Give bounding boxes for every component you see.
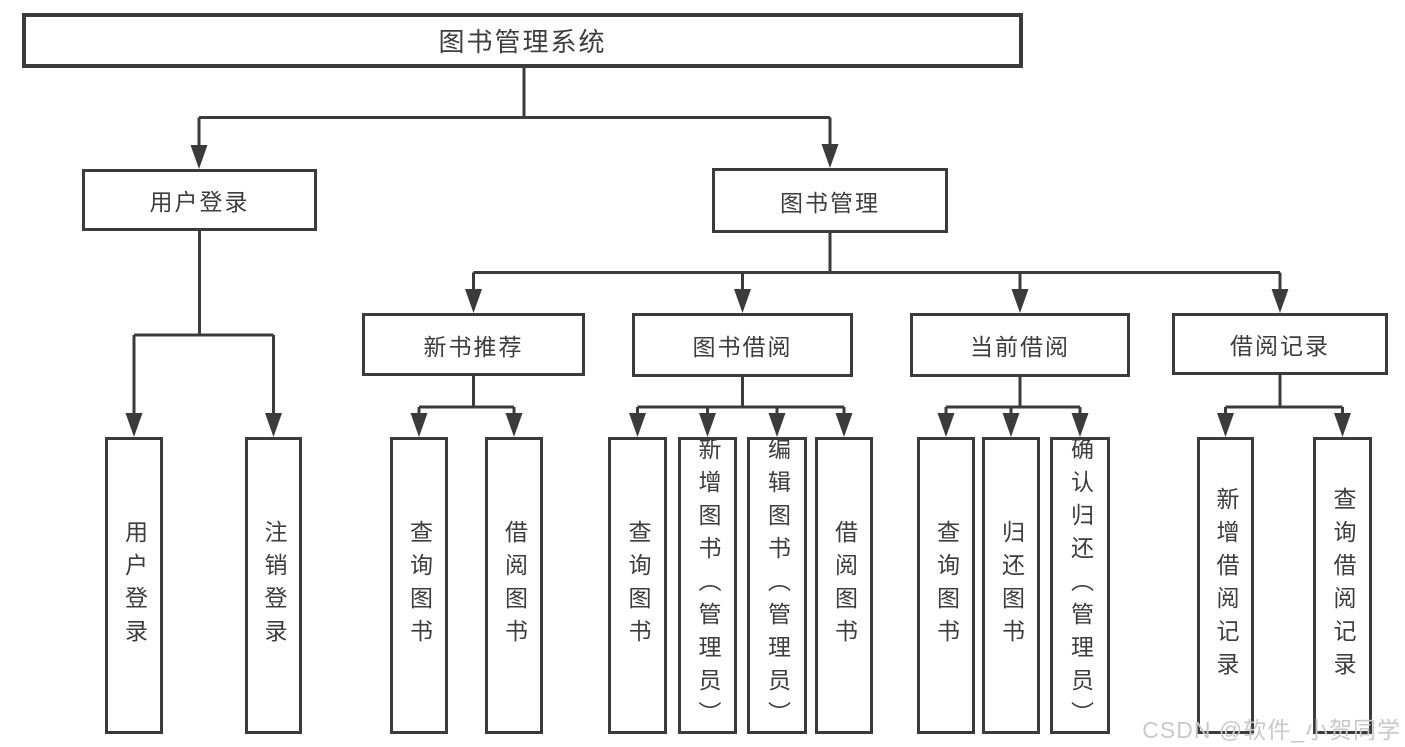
node-label: 图书管理 <box>780 189 880 216</box>
node-label: 借阅记录 <box>1230 333 1330 359</box>
node-label: 确认归还（管理员） <box>1067 437 1094 734</box>
node-label: 用户登录 <box>149 189 250 215</box>
arrowheads <box>125 144 1351 437</box>
node-leaf-query-books-current: 查询图书 <box>917 437 975 734</box>
node-label: 图书借阅 <box>692 334 793 360</box>
node-leaf-confirm-return-admin: 确认归还（管理员） <box>1050 437 1110 734</box>
node-current-borrow: 当前借阅 <box>910 313 1130 377</box>
node-label: 查询借阅记录 <box>1330 486 1356 685</box>
node-system-root: 图书管理系统 <box>22 13 1023 68</box>
node-label: 新增借阅记录 <box>1213 486 1239 685</box>
node-book-borrow: 图书借阅 <box>632 313 853 377</box>
node-leaf-query-books-recommend: 查询图书 <box>390 437 448 734</box>
node-leaf-edit-books-admin: 编辑图书（管理员） <box>747 437 807 734</box>
node-leaf-query-borrow-record: 查询借阅记录 <box>1313 437 1372 734</box>
node-label: 编辑图书（管理员） <box>764 437 791 734</box>
node-label: 注销登录 <box>261 519 287 652</box>
node-leaf-add-books-admin: 新增图书（管理员） <box>678 437 737 734</box>
node-label: 借阅图书 <box>831 519 858 652</box>
node-label: 图书管理系统 <box>438 27 607 57</box>
node-label: 新书推荐 <box>423 333 524 360</box>
node-leaf-return-books: 归还图书 <box>982 437 1040 734</box>
node-leaf-borrow-books-recommend: 借阅图书 <box>485 437 543 734</box>
node-label: 新增图书（管理员） <box>695 437 721 734</box>
node-label: 查询图书 <box>625 519 651 652</box>
node-leaf-user-login: 用户登录 <box>105 437 163 734</box>
node-leaf-logout: 注销登录 <box>245 437 302 734</box>
node-label: 当前借阅 <box>970 334 1070 360</box>
node-new-book-recommend: 新书推荐 <box>362 313 585 376</box>
node-leaf-query-books-borrow: 查询图书 <box>608 437 667 734</box>
node-borrow-records: 借阅记录 <box>1172 313 1388 375</box>
csdn-watermark: CSDN @软件_小贺同学 <box>1142 717 1401 743</box>
node-label: 借阅图书 <box>501 519 528 652</box>
node-label: 查询图书 <box>406 519 433 652</box>
node-label: 用户登录 <box>121 519 148 652</box>
node-book-management: 图书管理 <box>712 168 948 233</box>
node-leaf-add-borrow-record: 新增借阅记录 <box>1197 437 1254 734</box>
node-label: 归还图书 <box>998 519 1025 652</box>
node-label: 查询图书 <box>933 519 960 652</box>
node-leaf-borrow-books: 借阅图书 <box>815 437 873 734</box>
node-user-login: 用户登录 <box>82 169 317 231</box>
